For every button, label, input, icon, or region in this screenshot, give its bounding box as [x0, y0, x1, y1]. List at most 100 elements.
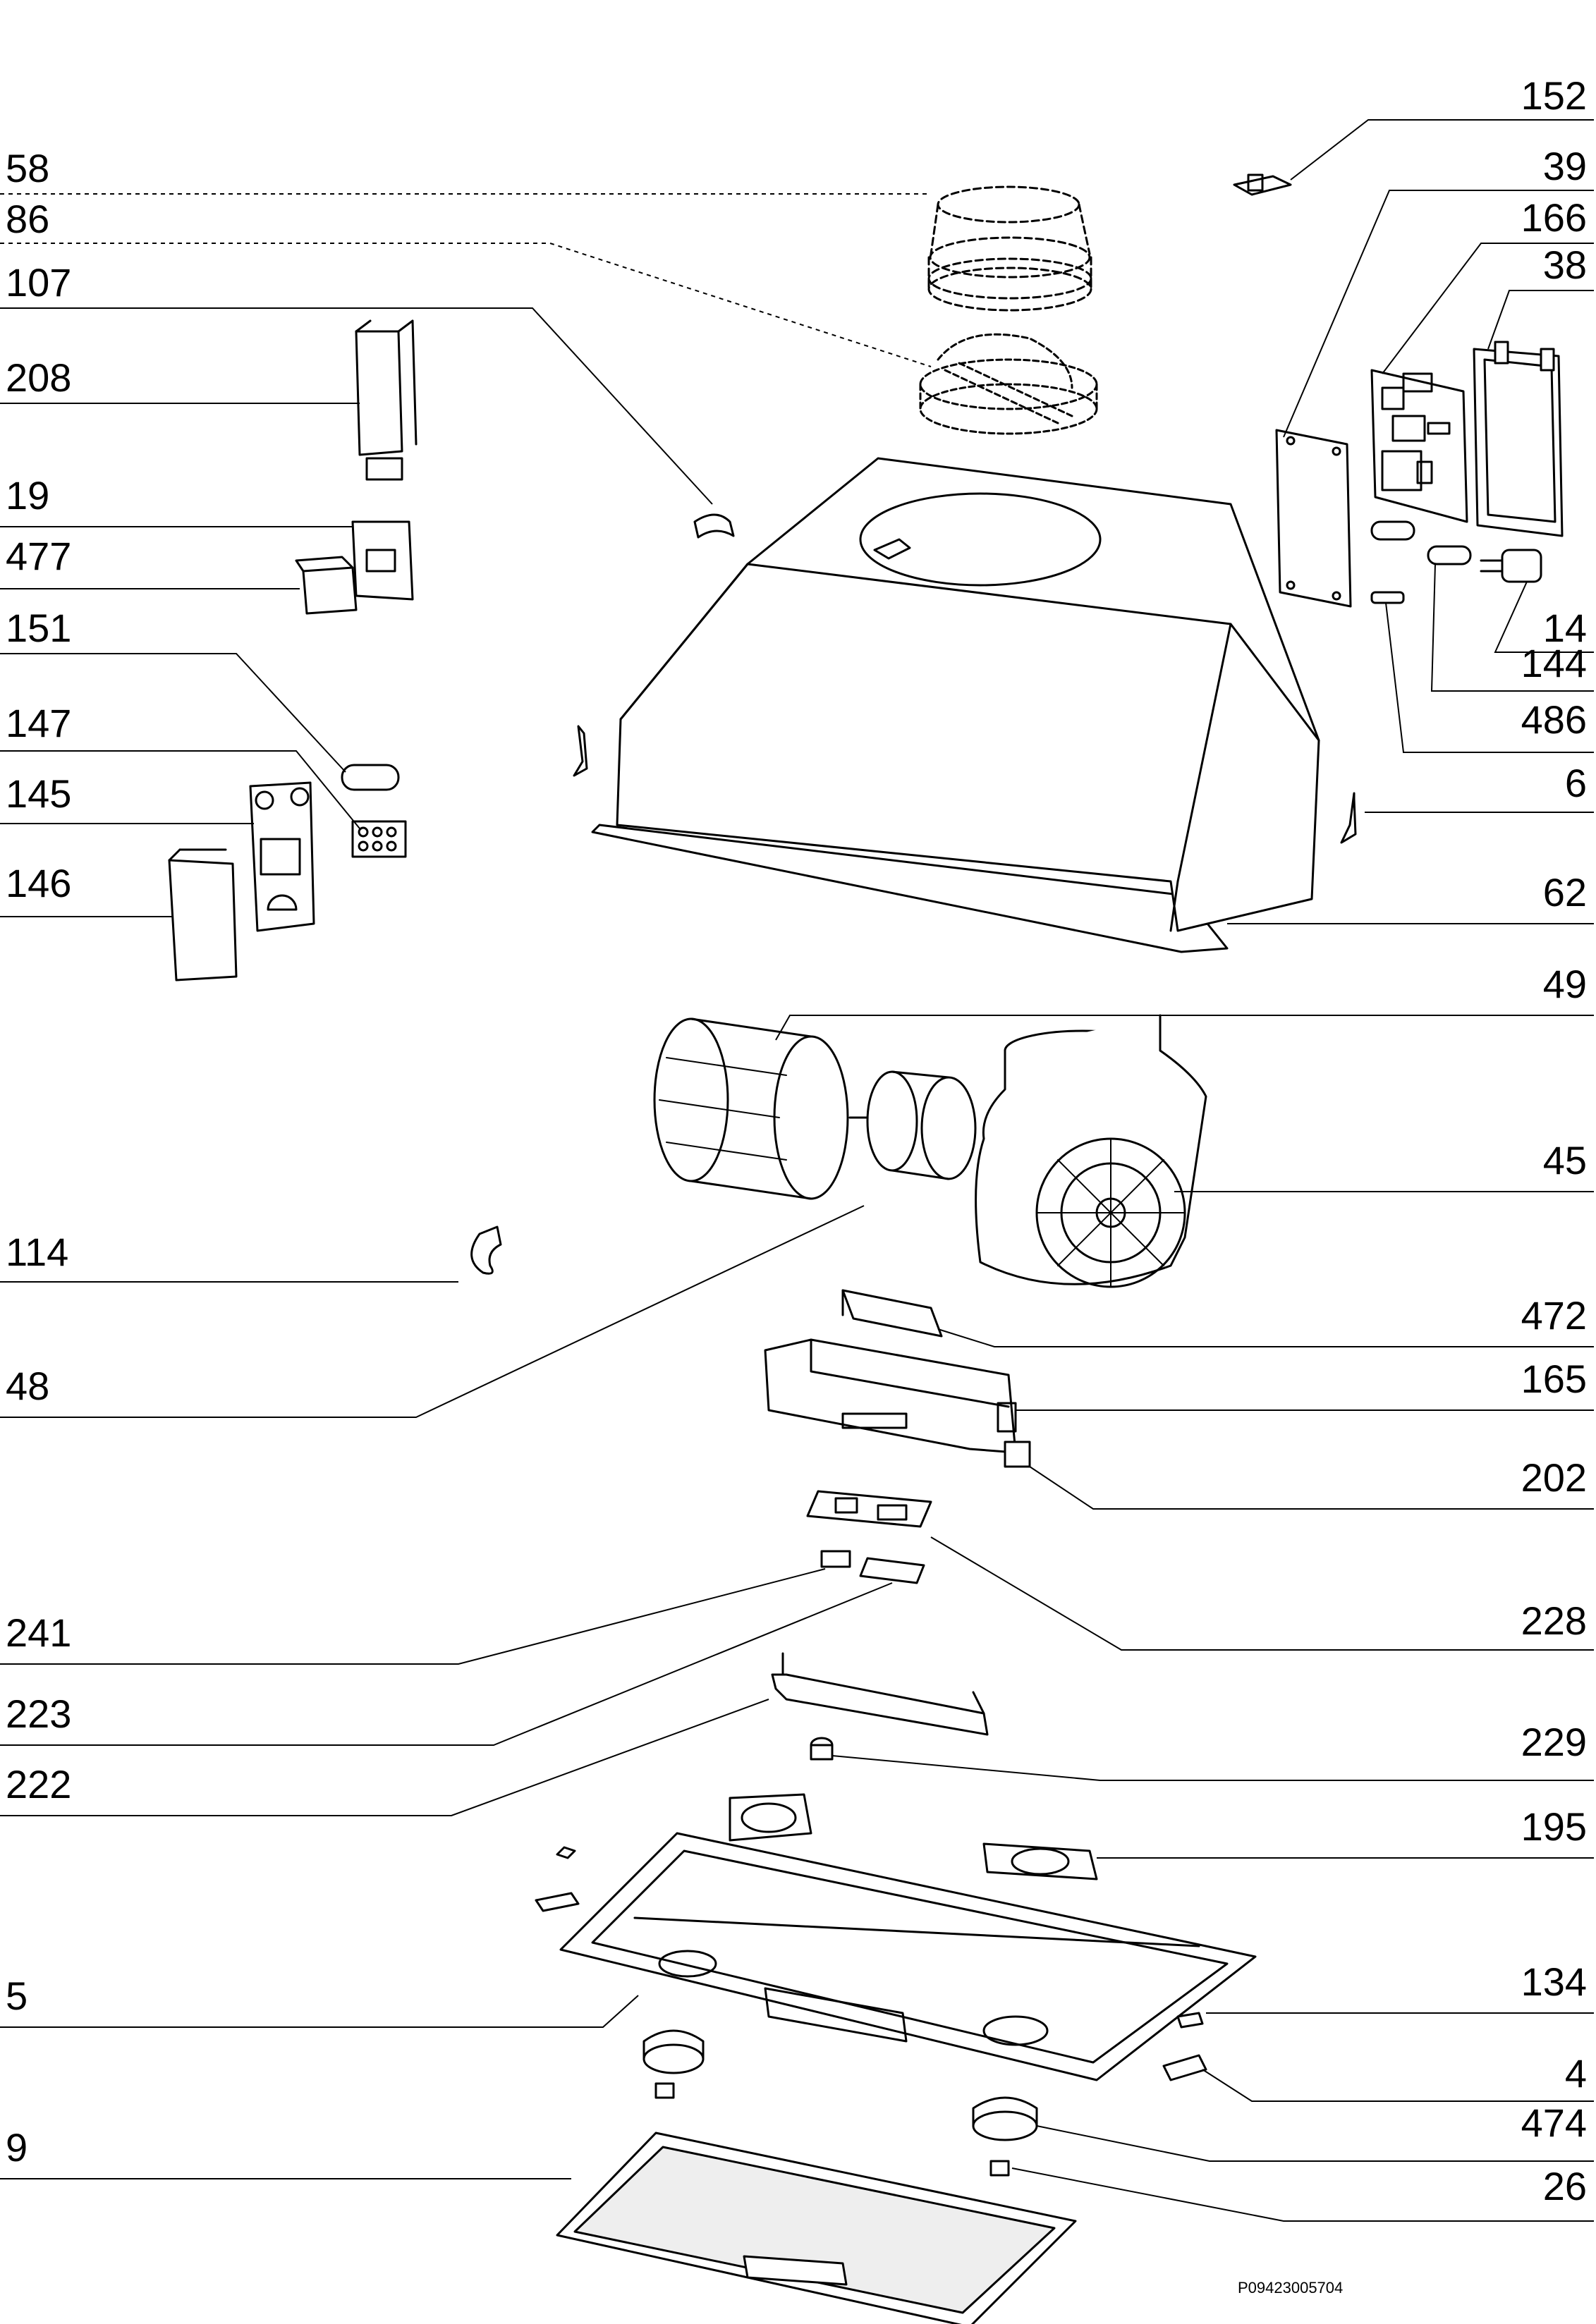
callout-label-62: 62	[1543, 870, 1587, 915]
motor-48-part	[848, 1070, 977, 1180]
leader-line-147	[0, 750, 360, 829]
callout-label-472: 472	[1521, 1293, 1587, 1338]
callout-label-58: 58	[6, 146, 49, 190]
callout-label-26: 26	[1543, 2164, 1587, 2208]
leader-line-49	[775, 1015, 1594, 1041]
pcb-166-part	[1370, 369, 1468, 523]
callout-label-5: 5	[6, 1974, 28, 2018]
callout-label-6: 6	[1565, 761, 1587, 805]
cover-plate-39-part	[1275, 429, 1352, 608]
callout-label-228: 228	[1521, 1598, 1587, 1643]
grommet-144-part	[1370, 520, 1472, 565]
callout-label-229: 229	[1521, 1720, 1587, 1764]
callout-label-152: 152	[1521, 73, 1587, 118]
capacitor-14-part	[1480, 549, 1542, 583]
callout-label-208: 208	[6, 355, 71, 400]
plate-195-part	[729, 1793, 1098, 1880]
callout-label-19: 19	[6, 473, 49, 518]
terminal-147-part	[351, 820, 407, 858]
board-228-part	[806, 1490, 932, 1528]
callout-label-45: 45	[1543, 1138, 1587, 1182]
leader-line-38	[1487, 290, 1594, 350]
leader-line-486	[1385, 602, 1594, 753]
leader-line-14	[1494, 581, 1594, 653]
clip-134-part	[535, 1846, 1204, 2029]
connector-241-part	[820, 1550, 851, 1568]
callout-label-144: 144	[1521, 641, 1587, 685]
callout-label-48: 48	[6, 1364, 49, 1408]
bracket-472-part	[841, 1289, 943, 1338]
backdraft-valve-part	[919, 333, 1098, 435]
switch-145-part	[249, 781, 315, 932]
callout-label-114: 114	[6, 1230, 68, 1274]
callout-label-107: 107	[6, 260, 71, 305]
callout-label-166: 166	[1521, 195, 1587, 240]
callout-label-39: 39	[1543, 144, 1587, 188]
hood-body-part	[573, 457, 1357, 953]
transformer-208-part	[355, 319, 418, 481]
clip-114-part	[470, 1225, 502, 1275]
callout-label-486: 486	[1521, 697, 1587, 742]
callout-label-477: 477	[6, 534, 71, 578]
cover-146-part	[168, 848, 238, 981]
document-code: P09423005704	[1238, 2279, 1343, 2297]
duct-collar-part	[927, 185, 1092, 312]
leader-line-151	[0, 653, 346, 773]
leader-line-222	[0, 1699, 769, 1816]
leader-line-4	[1202, 2069, 1594, 2102]
fuse-486-part	[1370, 591, 1405, 604]
leader-line-26	[1011, 2167, 1594, 2222]
bracket-222-part	[771, 1652, 989, 1736]
clip-107-part	[693, 513, 735, 539]
callout-label-145: 145	[6, 771, 71, 816]
leader-line-472	[937, 1328, 1594, 1347]
leader-line-229	[831, 1755, 1594, 1781]
clip-4-part	[1162, 2054, 1207, 2081]
leader-line-107	[0, 307, 713, 505]
callout-label-195: 195	[1521, 1804, 1587, 1849]
clip-152-part	[1233, 173, 1292, 196]
fan-wheel-49-part	[653, 1017, 849, 1200]
callout-label-202: 202	[1521, 1455, 1587, 1500]
callout-label-9: 9	[6, 2125, 28, 2170]
cover-477-part	[295, 556, 358, 615]
callout-label-134: 134	[1521, 1959, 1587, 2004]
grommet-151-part	[341, 764, 400, 791]
callout-label-14: 14	[1543, 606, 1587, 650]
callout-label-86: 86	[6, 197, 49, 241]
housing-165-part	[764, 1338, 1017, 1454]
bulb-26-part	[654, 2082, 1010, 2177]
leader-line-48	[0, 1205, 865, 1418]
leader-line-166	[1382, 243, 1594, 374]
connector-202-part	[1004, 1441, 1031, 1468]
callout-label-165: 165	[1521, 1357, 1587, 1401]
leader-line-474	[1036, 2125, 1594, 2162]
leader-line-202	[1029, 1466, 1594, 1510]
callout-label-38: 38	[1543, 243, 1587, 287]
leader-line-223	[0, 1582, 893, 1746]
callout-label-474: 474	[1521, 2100, 1587, 2145]
callout-label-147: 147	[6, 701, 71, 745]
box-38-part	[1473, 341, 1564, 537]
knob-229-part	[810, 1737, 834, 1761]
leader-line-228	[930, 1536, 1594, 1651]
callout-label-222: 222	[6, 1762, 71, 1806]
front-frame-5-part	[559, 1832, 1257, 2081]
leader-line-241	[0, 1568, 826, 1665]
leader-line-86	[0, 243, 932, 367]
bracket-19-part	[351, 520, 414, 601]
callout-label-151: 151	[6, 606, 71, 650]
grease-filter-9-part	[556, 2132, 1077, 2324]
callout-label-49: 49	[1543, 962, 1587, 1006]
leader-line-144	[1430, 563, 1594, 692]
callout-label-223: 223	[6, 1692, 71, 1736]
leader-line-152	[1290, 119, 1594, 181]
connector-223-part	[859, 1557, 925, 1584]
leader-line-39	[1283, 190, 1594, 438]
callout-label-146: 146	[6, 861, 71, 905]
blower-housing-45-part	[975, 1014, 1207, 1288]
callout-label-4: 4	[1565, 2051, 1587, 2096]
callout-label-241: 241	[6, 1610, 71, 1655]
lamp-474-part	[642, 2029, 1038, 2141]
